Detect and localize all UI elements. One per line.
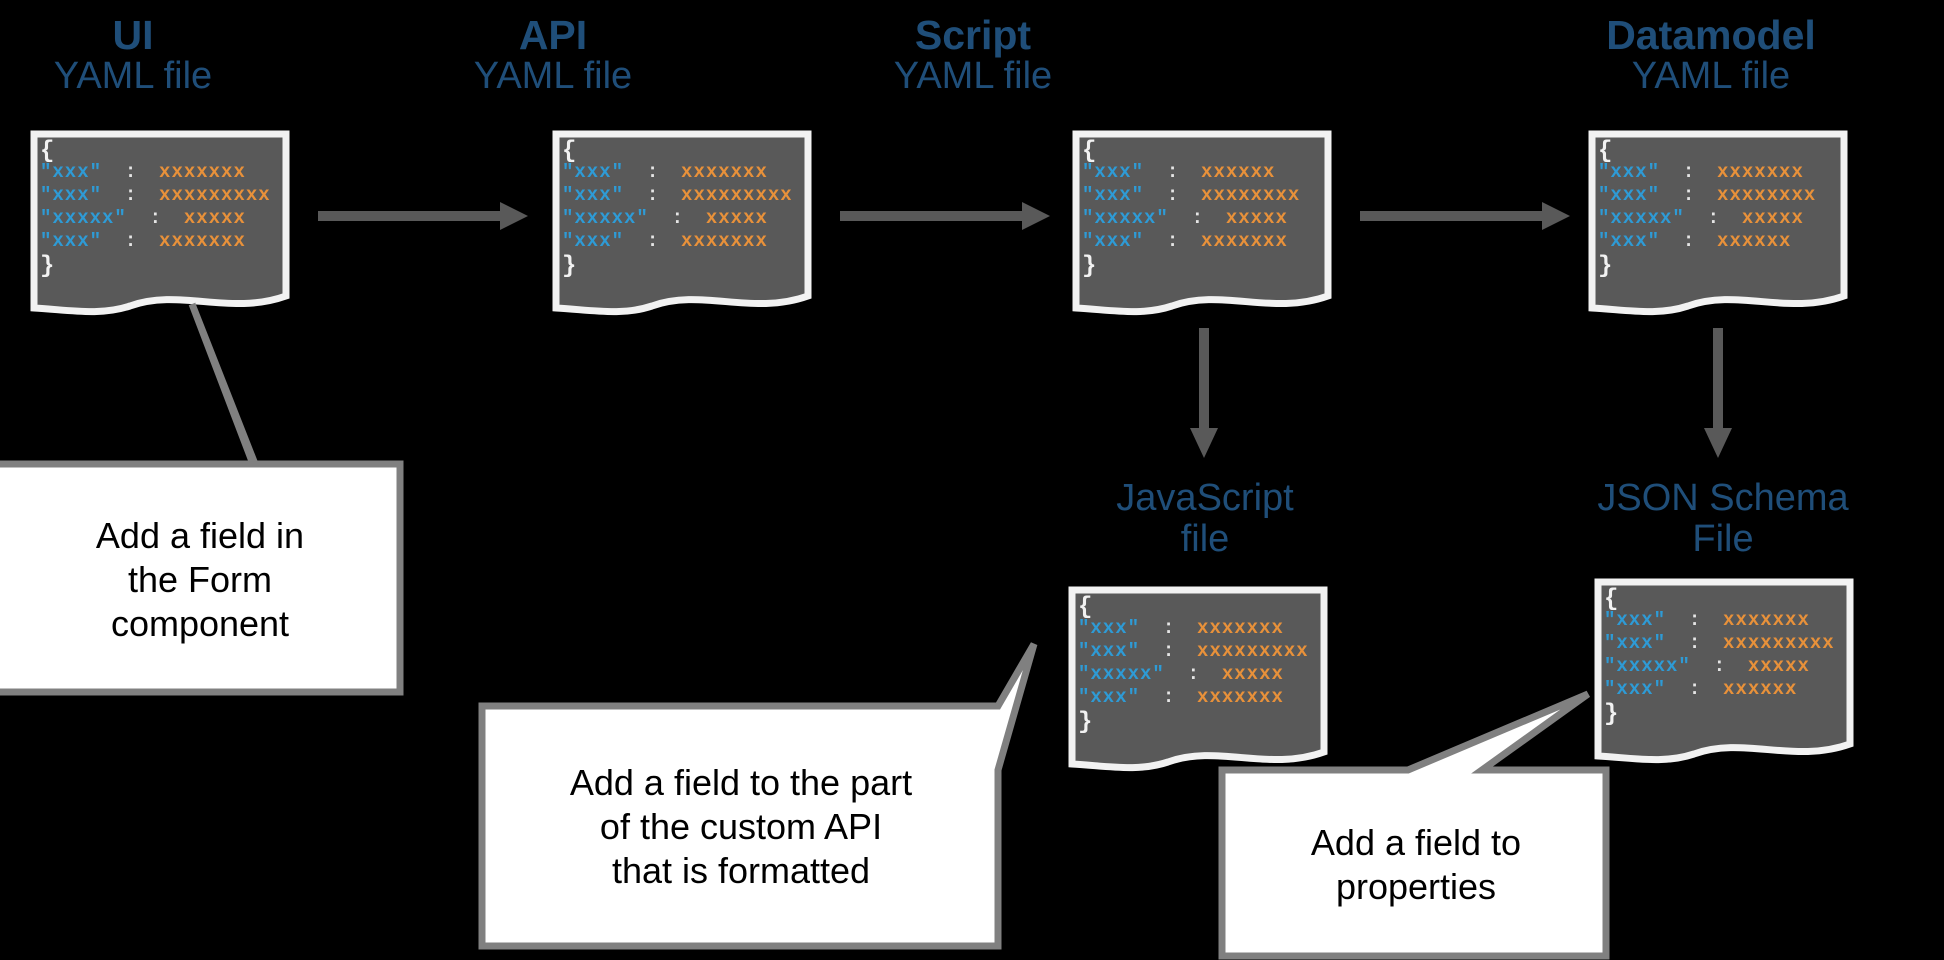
ui-callout[interactable]: Add a field in the Form component: [0, 300, 406, 700]
stage-title-api-secondary: YAML file: [473, 55, 633, 98]
stage-title-script-primary: Script: [914, 12, 1032, 58]
output-title-json-schema-line2: File: [1692, 518, 1754, 561]
stage-title-api-primary: API: [518, 12, 588, 58]
stage-title-api: API YAML file: [420, 12, 686, 98]
stage-title-datamodel-secondary: YAML file: [1631, 55, 1791, 98]
json-schema-callout[interactable]: Add a field to properties: [1218, 690, 1618, 960]
document-shape-icon: [1068, 586, 1328, 772]
output-title-javascript-line1: JavaScript: [1116, 477, 1294, 519]
stage-title-script-secondary: YAML file: [893, 55, 1053, 98]
output-title-javascript: JavaScript file: [1060, 477, 1350, 561]
output-title-json-schema-line1: JSON Schema: [1597, 477, 1849, 519]
callout-shape-icon: [478, 642, 1038, 950]
arrow-down-icon: [1704, 328, 1732, 458]
stage-title-ui-primary: UI: [112, 12, 154, 58]
output-title-javascript-line2: file: [1180, 518, 1230, 561]
arrow-down-icon: [1190, 328, 1218, 458]
callout-shape-icon: [0, 302, 404, 696]
arrow-right-icon: [1360, 202, 1570, 230]
document-shape-icon: [1072, 130, 1332, 316]
document-shape-icon: [1588, 130, 1848, 316]
datamodel-yaml-document: { "xxx" : xxxxxxx "xxx" : xxxxxxxx "xxxx…: [1588, 130, 1848, 320]
arrow-right-icon: [318, 202, 528, 230]
api-yaml-document: { "xxx" : xxxxxxx "xxx" : xxxxxxxxx "xxx…: [552, 130, 812, 320]
json-schema-file-document: { "xxx" : xxxxxxx "xxx" : xxxxxxxxx "xxx…: [1594, 578, 1854, 768]
callout-shape-icon: [1218, 690, 1610, 960]
arrow-datamodel-to-json-schema: [1702, 328, 1734, 458]
api-callout[interactable]: Add a field to the part of the custom AP…: [478, 640, 1038, 950]
arrow-api-to-script: [840, 200, 1050, 232]
arrow-script-to-javascript: [1188, 328, 1220, 458]
stage-title-ui: UI YAML file: [0, 12, 266, 98]
document-shape-icon: [1594, 578, 1854, 764]
stage-title-datamodel: Datamodel YAML file: [1578, 12, 1844, 98]
ui-yaml-document: { "xxx" : xxxxxxx "xxx" : xxxxxxxxx "xxx…: [30, 130, 290, 320]
document-shape-icon: [30, 130, 290, 316]
arrow-right-icon: [840, 202, 1050, 230]
output-title-json-schema: JSON Schema File: [1558, 477, 1888, 561]
stage-title-script: Script YAML file: [840, 12, 1106, 98]
arrow-script-to-datamodel: [1360, 200, 1570, 232]
stage-title-datamodel-primary: Datamodel: [1606, 12, 1816, 58]
script-yaml-document: { "xxx" : xxxxxx "xxx" : xxxxxxxx "xxxxx…: [1072, 130, 1332, 320]
arrow-ui-to-api: [318, 200, 528, 232]
document-shape-icon: [552, 130, 812, 316]
stage-title-ui-secondary: YAML file: [53, 55, 213, 98]
